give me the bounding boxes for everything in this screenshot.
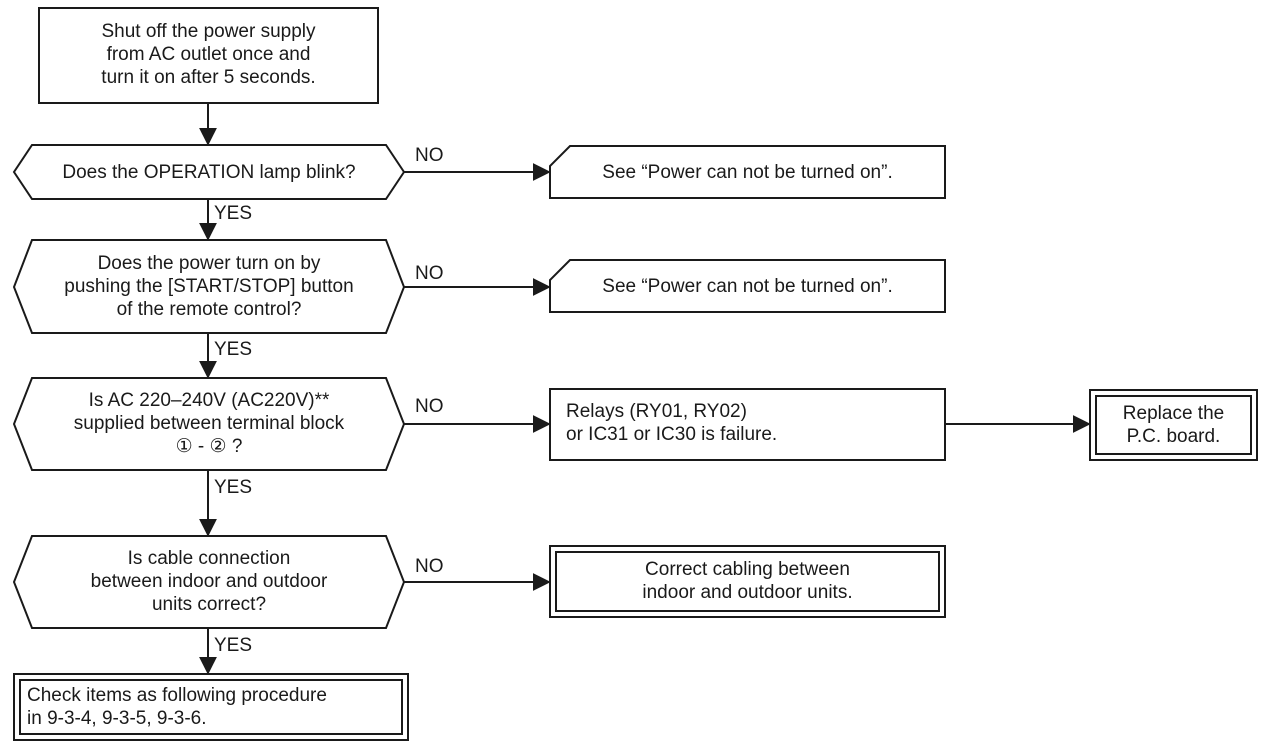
- decision-2-line-1: Does the power turn on by: [97, 253, 321, 274]
- see-power-card-2-text: See “Power can not be turned on”.: [602, 276, 893, 297]
- replace-board-line-2: P.C. board.: [1126, 426, 1221, 447]
- decision-2-text: Does the power turn on by pushing the [S…: [14, 252, 404, 321]
- decision-4-line-2: between indoor and outdoor: [90, 571, 328, 592]
- see-power-card-2-shape: [549, 259, 946, 313]
- decision-2-yes-label: YES: [214, 339, 253, 360]
- decision-3-text: Is AC 220–240V (AC220V)** supplied betwe…: [14, 389, 404, 458]
- decision-4-line-1: Is cable connection: [127, 548, 291, 569]
- decision-3-shape: [12, 377, 406, 471]
- see-power-card-1-text: See “Power can not be turned on”.: [602, 162, 893, 183]
- correct-cabling-box-inner: [555, 551, 940, 612]
- decision-2-no-label: NO: [415, 263, 444, 284]
- decision-1-no-label: NO: [415, 145, 444, 166]
- replace-board-text: Replace the P.C. board.: [1096, 402, 1251, 448]
- check-items-line-2: in 9-3-4, 9-3-5, 9-3-6.: [27, 708, 207, 729]
- check-items-box-inner: [19, 679, 403, 735]
- decision-4-yes-label: YES: [214, 635, 253, 656]
- correct-cabling-line-1: Correct cabling between: [645, 559, 850, 580]
- start-box-line-3: turn it on after 5 seconds.: [101, 67, 316, 88]
- decision-2-shape: [12, 239, 406, 334]
- decision-4-no-label: NO: [415, 556, 444, 577]
- decision-1-line-1: Does the OPERATION lamp blink?: [62, 162, 356, 183]
- decision-4-line-3: units correct?: [151, 594, 267, 615]
- check-items-text: Check items as following procedure in 9-…: [27, 684, 327, 730]
- decision-2-line-2: pushing the [START/STOP] button: [64, 276, 354, 297]
- correct-cabling-text: Correct cabling between indoor and outdo…: [556, 558, 939, 604]
- replace-board-box-inner: [1095, 395, 1252, 455]
- decision-1-yes-label: YES: [214, 203, 253, 224]
- decision-4-shape: [12, 535, 406, 629]
- replace-board-line-1: Replace the: [1122, 403, 1225, 424]
- decision-3-no-label: NO: [415, 396, 444, 417]
- start-box-text: Shut off the power supply from AC outlet…: [39, 20, 378, 89]
- relays-line-1: Relays (RY01, RY02): [566, 401, 747, 422]
- decision-3-line-3: ① - ② ?: [175, 436, 243, 457]
- decision-2-line-3: of the remote control?: [116, 299, 302, 320]
- decision-3-line-1: Is AC 220–240V (AC220V)**: [88, 390, 330, 411]
- start-box-line-2: from AC outlet once and: [106, 44, 311, 65]
- start-box-line-1: Shut off the power supply: [101, 21, 316, 42]
- decision-1-shape: [12, 144, 406, 200]
- decision-1-text: Does the OPERATION lamp blink?: [14, 161, 404, 184]
- check-items-line-1: Check items as following procedure: [27, 685, 327, 706]
- decision-3-yes-label: YES: [214, 477, 253, 498]
- correct-cabling-line-2: indoor and outdoor units.: [642, 582, 853, 603]
- decision-3-line-2: supplied between terminal block: [73, 413, 345, 434]
- relays-line-2: or IC31 or IC30 is failure.: [566, 424, 778, 445]
- see-power-card-1-shape: [549, 145, 946, 199]
- decision-4-text: Is cable connection between indoor and o…: [14, 547, 404, 616]
- relays-box-text: Relays (RY01, RY02) or IC31 or IC30 is f…: [566, 400, 777, 446]
